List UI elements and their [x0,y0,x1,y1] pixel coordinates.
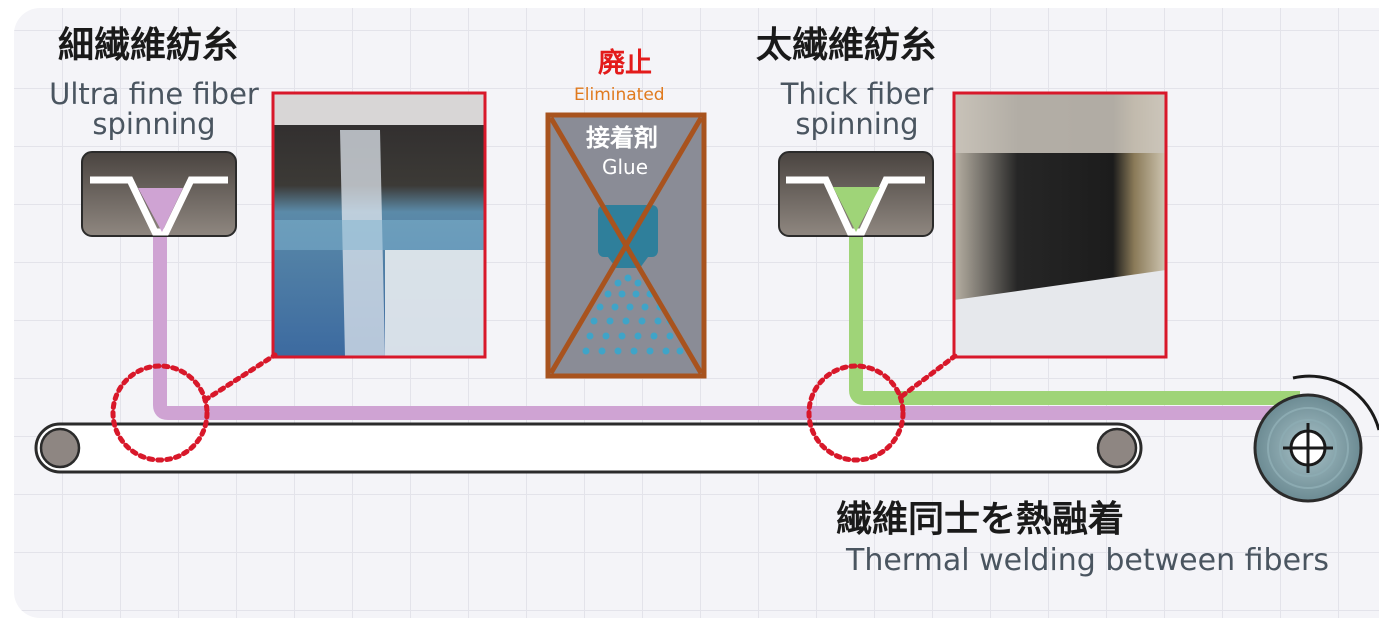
thick-fiber-line [849,225,1300,405]
thick-fiber-nozzle [778,151,934,237]
fine-fiber-title-jp: 細繊維紡糸 [58,25,239,66]
fine-callout-circle [110,363,210,463]
thick-callout-circle [806,363,906,463]
glue-applicator-crossed-out [545,112,707,379]
fine-fiber-photo [271,91,487,359]
fine-callout-line [202,352,278,403]
conveyor-roller-right [1096,427,1138,469]
fine-fiber-title-en-line2: spinning [92,107,216,141]
thick-fiber-title-en-line2: spinning [795,107,919,141]
fine-fiber-line [153,225,1300,420]
fine-fiber-title-en-line1: Ultra fine fiber [49,77,259,111]
glue-spray-dots [582,274,684,355]
conveyor-roller-left [39,427,81,469]
thick-callout-line [899,353,958,399]
thick-fiber-photo [952,91,1168,359]
glue-label-jp: 接着剤 [586,124,658,152]
eliminated-label-jp: 廃止 [598,48,652,79]
thick-fiber-title-jp: 太繊維紡糸 [756,25,937,66]
welding-label-en: Thermal welding between fibers [846,543,1330,578]
thick-fiber-title-en-line1: Thick fiber [780,77,934,111]
eliminated-label-en: Eliminated [574,85,665,105]
glue-label-en: Glue [602,155,649,179]
welding-label-jp: 繊維同士を熱融着 [836,499,1125,540]
roll-rotation-arrow [1292,374,1379,431]
fine-fiber-nozzle [81,151,237,237]
